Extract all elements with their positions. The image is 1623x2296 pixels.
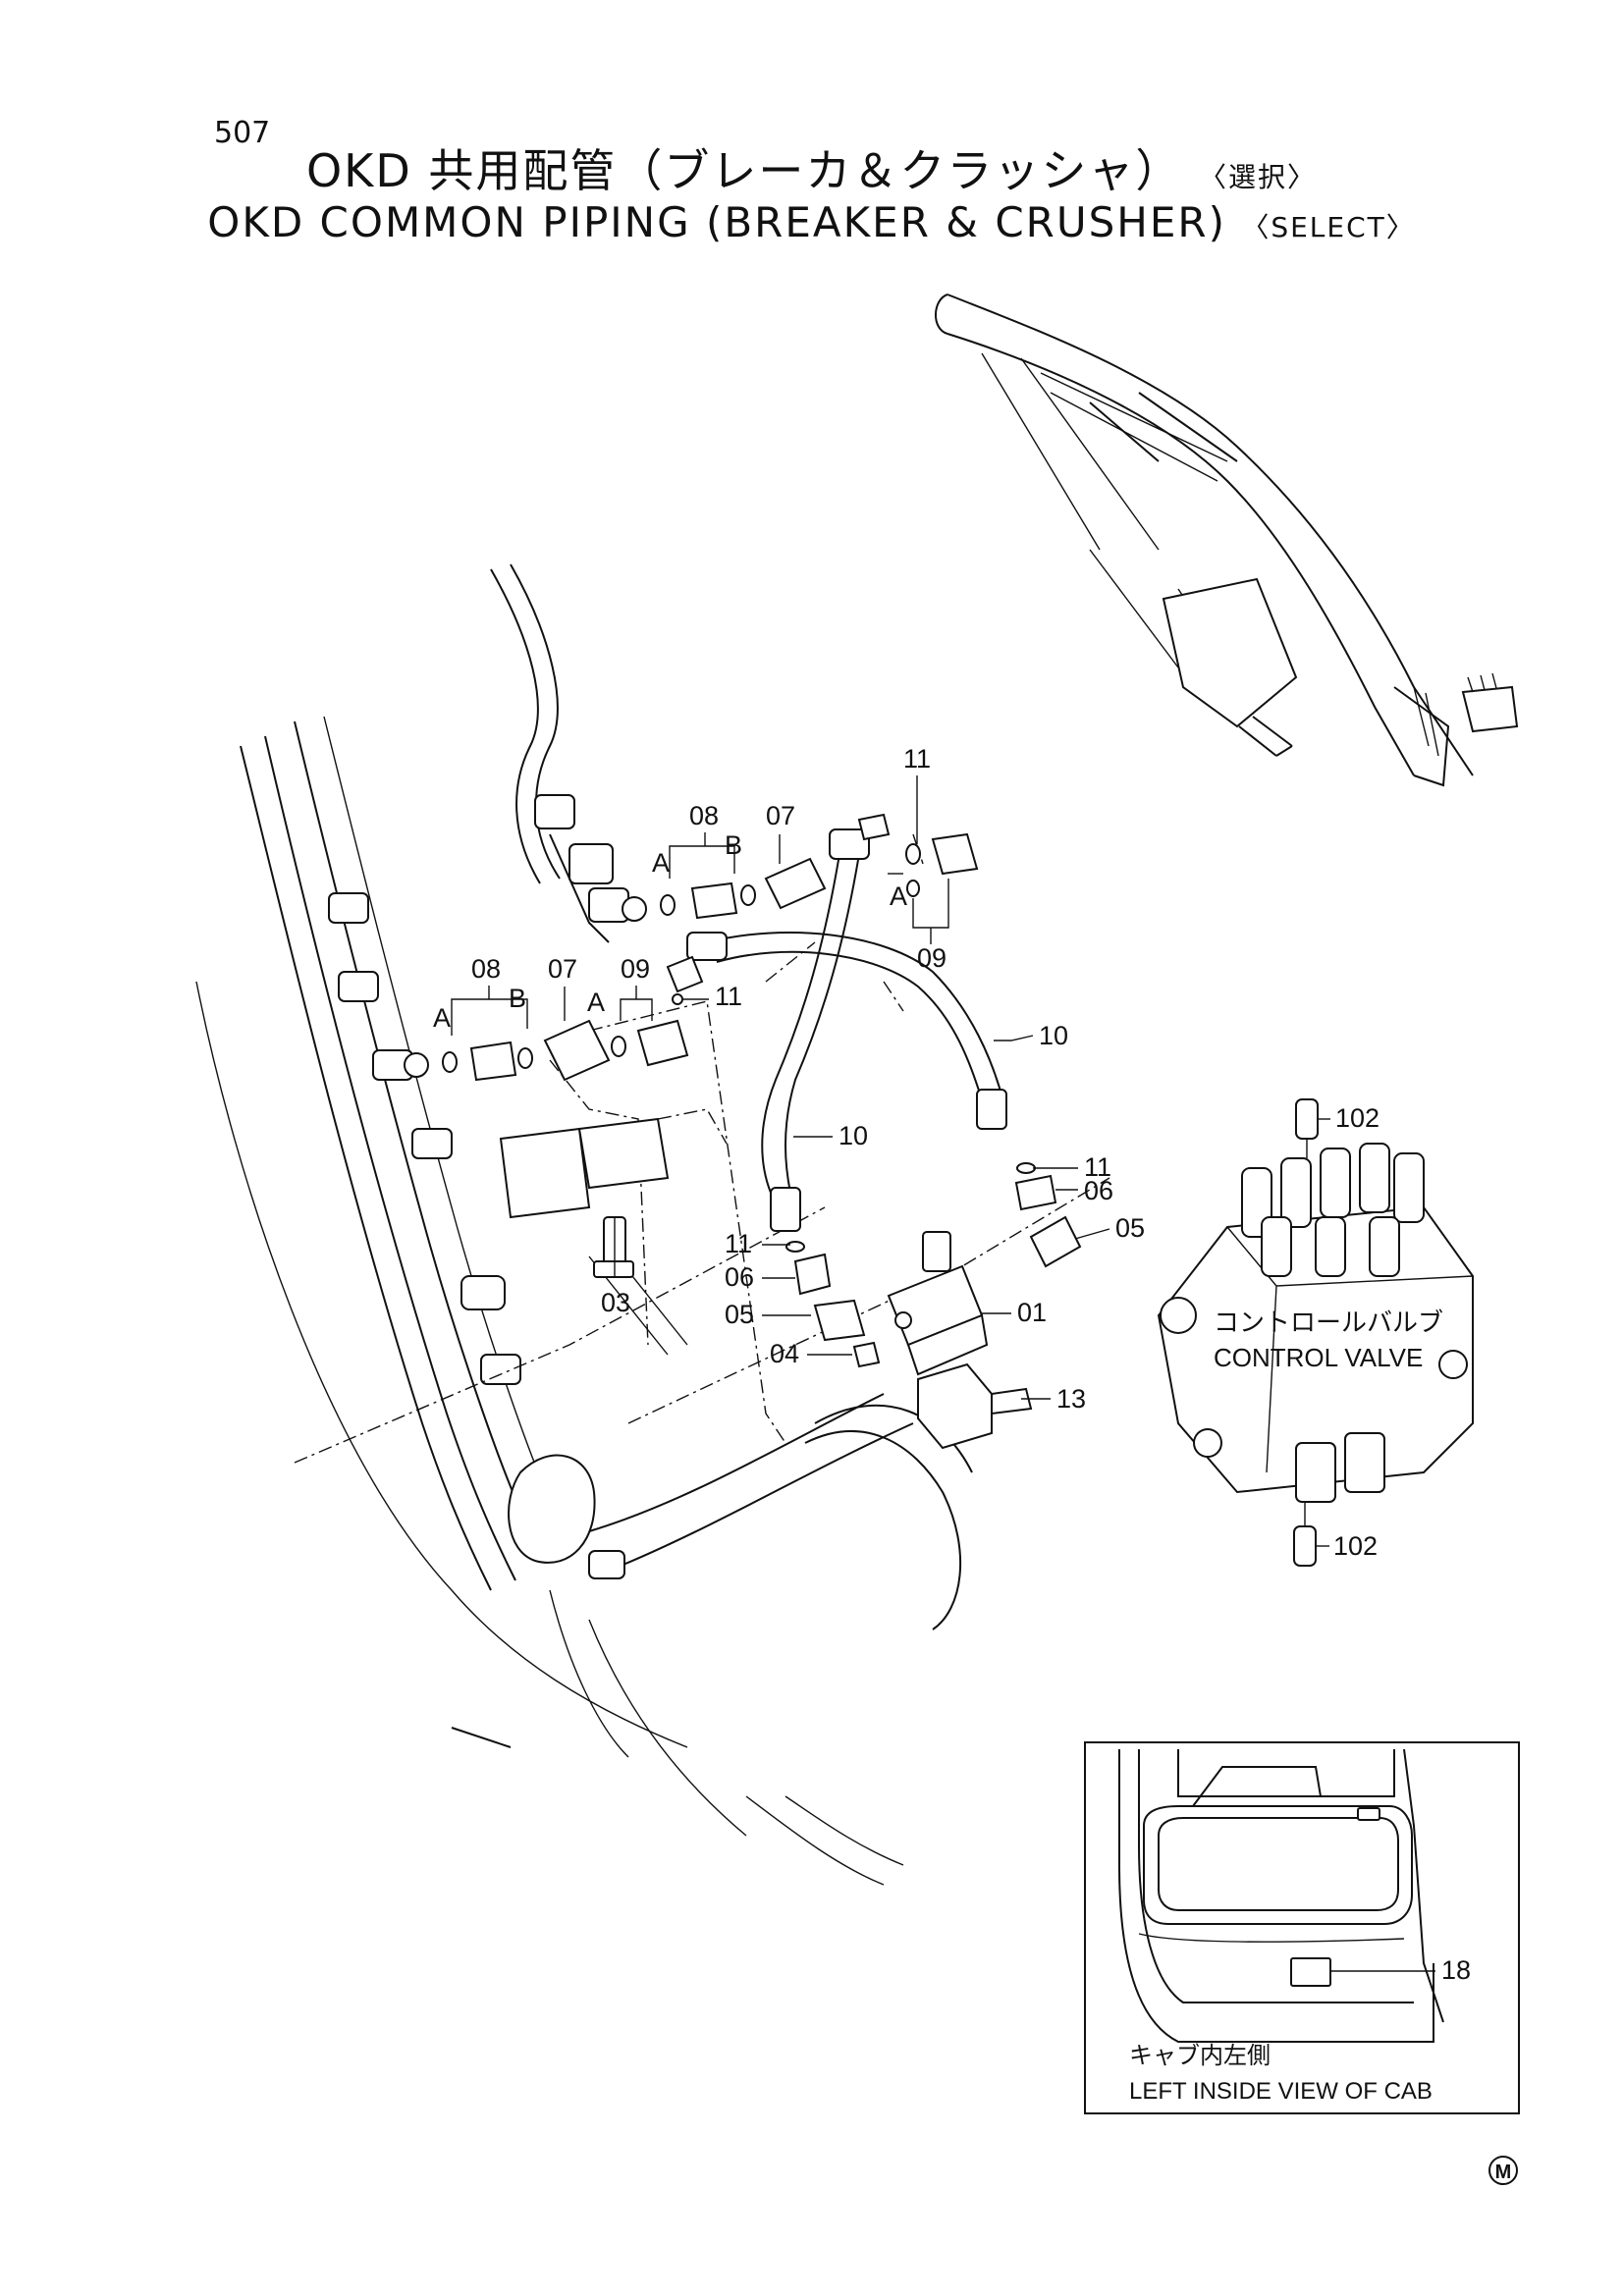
machine-frame-illustration	[195, 563, 973, 1886]
label-09-left: 09	[621, 954, 650, 984]
label-07-left: 07	[548, 954, 577, 984]
label-03: 03	[601, 1288, 630, 1317]
control-valve-illustration	[1157, 1098, 1474, 1567]
label-102-bottom: 102	[1333, 1531, 1378, 1561]
title-english: OKD COMMON PIPING (BREAKER & CRUSHER) 〈S…	[0, 198, 1623, 246]
title-japanese: OKD 共用配管（ブレーカ＆クラッシャ） 〈選択〉	[0, 135, 1623, 200]
label-a-left-2: A	[587, 988, 605, 1017]
hose-assemblies	[666, 813, 1007, 1232]
label-10-right: 10	[1039, 1021, 1068, 1050]
boom-arm-illustration	[935, 294, 1519, 787]
cab-view-label-en: LEFT INSIDE VIEW OF CAB	[1129, 2078, 1433, 2105]
label-a-left-1: A	[433, 1003, 451, 1033]
label-13: 13	[1056, 1384, 1086, 1414]
page-number: 507	[214, 116, 271, 150]
label-b-left: B	[509, 984, 526, 1013]
label-06-left: 06	[725, 1262, 754, 1292]
label-01: 01	[1017, 1298, 1047, 1327]
label-10-center: 10	[839, 1121, 868, 1150]
title-english-main: OKD COMMON PIPING (BREAKER & CRUSHER)	[207, 198, 1226, 246]
label-b-top: B	[725, 830, 742, 860]
label-08-top: 08	[689, 801, 719, 830]
cab-view-label-jp: キャブ内左側	[1129, 2043, 1271, 2069]
label-11-lower: 11	[725, 1229, 752, 1258]
label-102-top: 102	[1335, 1103, 1380, 1133]
label-05-right: 05	[1115, 1213, 1145, 1243]
label-07-top: 07	[766, 801, 795, 830]
label-08-left: 08	[471, 954, 501, 984]
reference-lines	[294, 833, 1110, 1464]
label-09-top: 09	[917, 943, 947, 973]
label-11-top: 11	[903, 744, 931, 774]
label-18: 18	[1441, 1955, 1471, 1985]
label-06-right: 06	[1084, 1176, 1113, 1205]
label-05-left: 05	[725, 1300, 754, 1329]
corner-mark-letter: M	[1495, 2162, 1512, 2183]
label-a-top-right: A	[890, 881, 907, 911]
leader-lines	[451, 775, 1330, 1547]
title-japanese-select: 〈選択〉	[1199, 161, 1318, 193]
label-a-top: A	[652, 848, 670, 878]
label-11-right: 11	[1084, 1152, 1111, 1182]
cab-inset	[1084, 1741, 1520, 2114]
title-japanese-main: OKD 共用配管（ブレーカ＆クラッシャ）	[305, 144, 1183, 197]
fittings	[404, 832, 1082, 1450]
part-labels: 08 07 11 A B A 09 08 07 09 A B A 11 10 1…	[433, 744, 1471, 2105]
corner-mark: M	[1488, 2156, 1518, 2185]
control-valve-label-en: CONTROL VALVE	[1214, 1343, 1423, 1372]
label-04: 04	[770, 1339, 799, 1368]
title-english-select: 〈SELECT〉	[1241, 211, 1416, 243]
label-11-mid: 11	[715, 982, 742, 1011]
control-valve-label-jp: コントロールバルブ	[1214, 1308, 1443, 1337]
